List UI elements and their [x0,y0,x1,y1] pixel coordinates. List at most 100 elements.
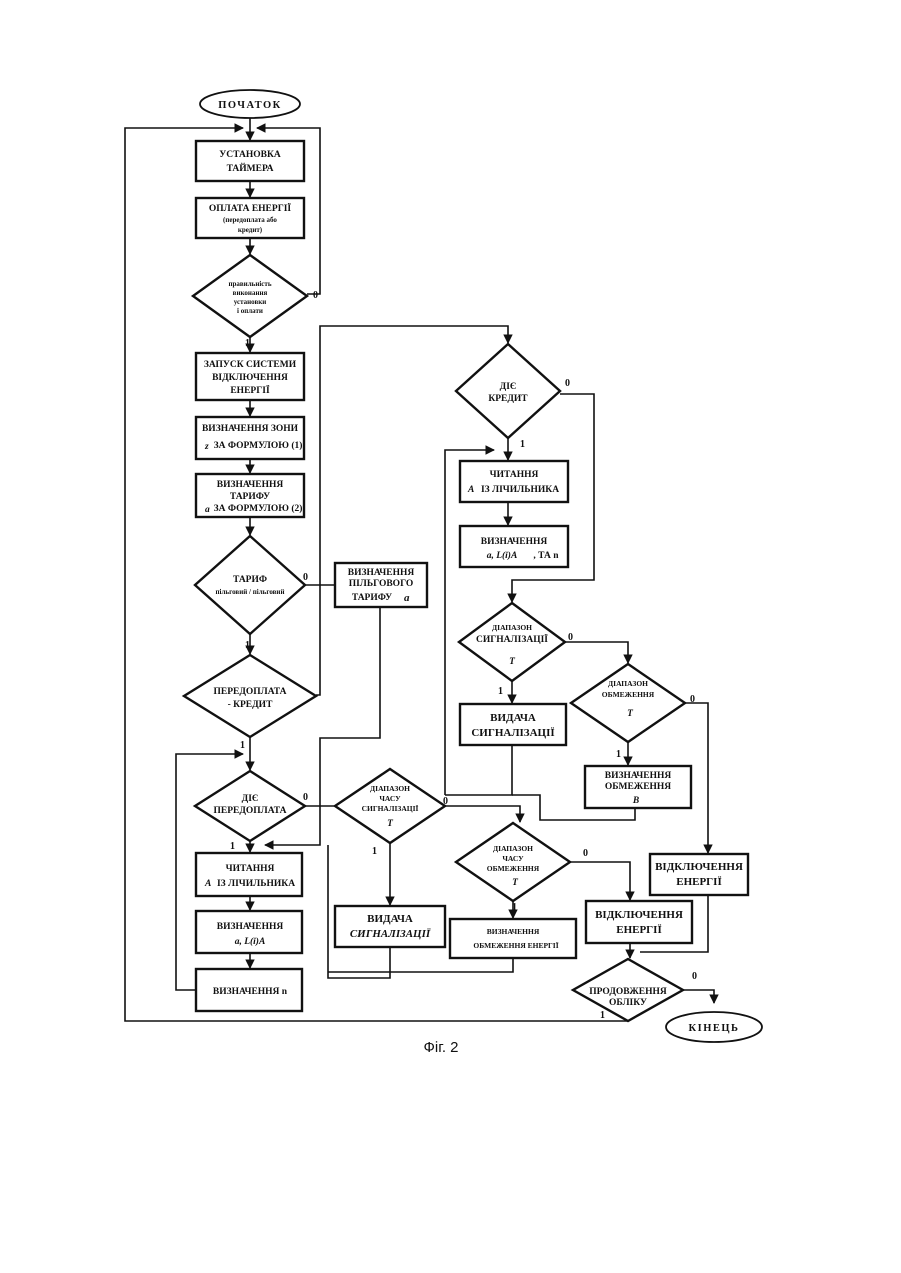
port-prepay-active-1: 1 [230,841,235,852]
limit-range-line-1: ДІАПАЗОН [608,679,648,688]
port-signal-range-0: 0 [568,632,573,643]
prepay-credit-diamond: ПЕРЕДОПЛАТА - КРЕДИТ [184,655,316,737]
limit-time-line-1: ДІАПАЗОН [493,844,533,853]
limit-time-line-2: ЧАСУ [502,854,524,863]
limit-range-line-2: ОБМЕЖЕННЯ [602,690,655,699]
end-terminal: КІНЕЦЬ [666,1012,762,1042]
read-counter-line-2: ІЗ ЛІЧИЛЬНИКА [217,879,295,889]
port-continue-1: 1 [600,1010,605,1021]
port-credit-1: 1 [520,439,525,450]
port-limit-time-0: 0 [583,848,588,859]
determine-right-line-1: ВИЗНАЧЕННЯ [481,537,548,547]
limit-energy-box: ВИЗНАЧЕННЯ ОБМЕЖЕННЯ ЕНЕРГІЇ [450,919,576,958]
limit-time-line-3: ОБМЕЖЕННЯ [487,864,540,873]
start-system-box: ЗАПУСК СИСТЕМИ ВІДКЛЮЧЕННЯ ЕНЕРГІЇ [196,353,304,400]
port-credit-0: 0 [565,378,570,389]
set-timer-line-1: УСТАНОВКА [219,150,281,160]
credit-active-diamond: ДІЄ КРЕДИТ [456,344,560,438]
continue-accounting-diamond: ПРОДОВЖЕННЯ ОБЛІКУ [573,959,683,1021]
pay-energy-line-3: кредит) [238,226,263,234]
check-line-3: установки [234,298,267,306]
determine-right-line-3: , ТА n [533,551,559,561]
set-timer-line-2: ТАЙМЕРА [227,162,274,174]
signal-time-line-3: СИГНАЛІЗАЦІЇ [362,804,419,813]
prepay-credit-line-2: - КРЕДИТ [228,700,273,710]
check-correct-diamond: правильність виконання установки і оплат… [193,255,307,337]
figure-caption: Фіг. 2 [423,1039,458,1056]
port-signal-range-1: 1 [498,686,503,697]
disconnect-box-2: ВІДКЛЮЧЕННЯ ЕНЕРГІЇ [586,901,692,943]
limit-time-range-diamond: ДІАПАЗОН ЧАСУ ОБМЕЖЕННЯ T [456,823,570,901]
signal-time-line-2: ЧАСУ [379,794,401,803]
prepay-active-line-2: ПЕРЕДОПЛАТА [213,806,286,816]
limit-energy-line-1: ВИЗНАЧЕННЯ [487,927,540,936]
credit-active-line-1: ДІЄ [500,382,517,392]
determine-limit-box: ВИЗНАЧЕННЯ ОБМЕЖЕННЯ B [585,766,691,808]
port-continue-0: 0 [692,971,697,982]
prepay-credit-line-1: ПЕРЕДОПЛАТА [213,687,286,697]
tariff-line-3: ЗА ФОРМУЛОЮ (2) [214,503,303,514]
port-prepay-active-0: 0 [303,792,308,803]
zone-line-2: ЗА ФОРМУЛОЮ (1) [214,440,303,451]
port-tariff-0: 0 [303,572,308,583]
read-counter-box: ЧИТАННЯ A ІЗ ЛІЧИЛЬНИКА [196,853,302,896]
zone-line-1: ВИЗНАЧЕННЯ ЗОНИ [202,424,299,434]
signal-range-line-1: ДІАПАЗОН [492,623,532,632]
read-counter-right-line-2: ІЗ ЛІЧИЛЬНИКА [481,485,559,495]
read-counter-right-variable: A [467,485,474,495]
tariff-variable: a [205,505,210,515]
zone-variable: z [204,442,209,452]
continue-line-2: ОБЛІКУ [609,998,647,1008]
prepay-active-line-1: ДІЄ [242,794,259,804]
issue-signal-box-middle: ВИДАЧА СИГНАЛІЗАЦІЇ [335,906,445,947]
port-check-1: 1 [245,338,250,349]
determine-box: ВИЗНАЧЕННЯ a, L(i)A [196,911,302,953]
pay-energy-line-2: (передоплата або [223,216,277,224]
issue-signal-right-line-2: СИГНАЛІЗАЦІЇ [471,726,554,739]
determine-line-2: a, L(i)A [235,936,266,947]
read-counter-variable: A [204,879,211,889]
preferential-tariff-box: ВИЗНАЧЕННЯ ПІЛЬГОВОГО ТАРИФУ a [335,563,427,607]
disconnect-2-line-2: ЕНЕРГІЇ [616,923,662,936]
pay-energy-box: ОПЛАТА ЕНЕРГІЇ (передоплата або кредит) [196,198,304,238]
port-signal-time-1: 1 [372,846,377,857]
disconnect-2-line-1: ВІДКЛЮЧЕННЯ [595,909,683,921]
check-line-1: правильність [228,280,271,288]
tariff-decision-line-1: ТАРИФ [233,575,267,585]
signal-range-diamond: ДІАПАЗОН СИГНАЛІЗАЦІЇ T [459,603,565,681]
port-prepay-credit-1: 1 [240,740,245,751]
determine-limit-variable: B [632,796,639,806]
start-system-line-2: ВІДКЛЮЧЕННЯ [212,373,288,383]
preferential-line-3: ТАРИФУ [352,593,392,603]
tariff-line-2: ТАРИФУ [230,492,270,502]
port-limit-range-1: 1 [616,749,621,760]
tariff-box: ВИЗНАЧЕННЯ ТАРИФУ a ЗА ФОРМУЛОЮ (2) [196,474,304,517]
determine-limit-line-1: ВИЗНАЧЕННЯ [605,771,672,781]
credit-active-line-2: КРЕДИТ [488,394,528,404]
end-label: КІНЕЦЬ [689,1023,740,1034]
start-system-line-1: ЗАПУСК СИСТЕМИ [204,360,297,370]
check-line-2: виконання [233,289,268,297]
port-tariff-1: 1 [245,640,250,651]
issue-signal-middle-line-2: СИГНАЛІЗАЦІЇ [350,927,431,940]
limit-range-diamond: ДІАПАЗОН ОБМЕЖЕННЯ T [571,664,685,742]
determine-n-label: ВИЗНАЧЕННЯ n [213,987,288,997]
set-timer-box: УСТАНОВКА ТАЙМЕРА [196,141,304,181]
tariff-decision-diamond: ТАРИФ пільговий / пільговий [195,536,305,634]
check-line-4: і оплати [237,307,263,315]
preferential-variable: a [404,592,410,604]
read-counter-box-right: ЧИТАННЯ A ІЗ ЛІЧИЛЬНИКА [460,461,568,502]
determine-line-1: ВИЗНАЧЕННЯ [217,922,284,932]
read-counter-right-line-1: ЧИТАННЯ [490,470,539,480]
issue-signal-box-right: ВИДАЧА СИГНАЛІЗАЦІЇ [460,704,566,745]
issue-signal-right-line-1: ВИДАЧА [490,712,536,724]
preferential-line-1: ВИЗНАЧЕННЯ [348,568,415,578]
disconnect-1-line-2: ЕНЕРГІЇ [676,875,722,888]
port-check-0: 0 [313,290,318,301]
continue-line-1: ПРОДОВЖЕННЯ [589,987,667,997]
signal-time-line-1: ДІАПАЗОН [370,784,410,793]
tariff-line-1: ВИЗНАЧЕННЯ [217,480,284,490]
prepay-active-diamond: ДІЄ ПЕРЕДОПЛАТА [195,771,305,841]
determine-n-box: ВИЗНАЧЕННЯ n [196,969,302,1011]
determine-right-line-2: a, L(i)A [487,550,518,561]
